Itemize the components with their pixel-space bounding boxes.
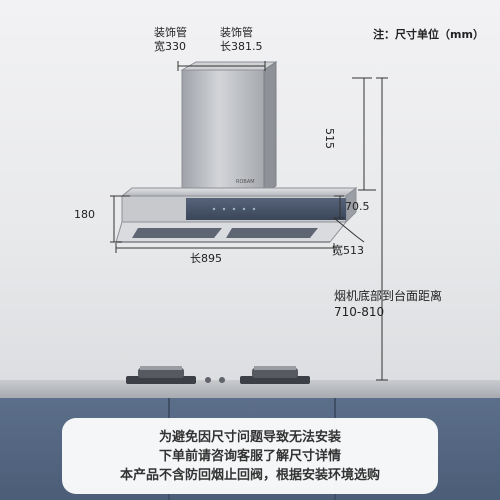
distance-value: 710-810 — [334, 305, 385, 319]
gas-burners — [126, 366, 310, 384]
dimension-lines — [110, 61, 388, 381]
pipe-length-value: 长381.5 — [220, 40, 263, 53]
decorative-pipe — [180, 61, 278, 193]
depth-dimension: 宽513 — [332, 244, 364, 257]
hood-body — [115, 186, 358, 243]
notice-line: 为避免因尺寸问题导致无法安装 — [158, 429, 341, 445]
pipe-length-label: 装饰管 — [220, 26, 253, 39]
distance-label: 烟机底部到台面距离 — [334, 289, 443, 303]
countertop — [0, 380, 500, 398]
notice-line: 下单前请咨询客服了解尺寸详情 — [158, 448, 341, 464]
notice-line: 本产品不含防回烟止回阀，根据安装环境选购 — [119, 467, 380, 483]
pipe-width-label: 装饰管 — [154, 26, 187, 39]
installation-notice: 为避免因尺寸问题导致无法安装 下单前请咨询客服了解尺寸详情 本产品不含防回烟止回… — [62, 418, 438, 494]
pipe-height-dimension: 515 — [323, 128, 336, 149]
unit-note: 注：尺寸单位（mm） — [373, 28, 484, 41]
brand-logo: ROBAM — [236, 179, 255, 185]
pipe-width-value: 宽330 — [154, 40, 186, 53]
length-dimension: 长895 — [190, 252, 222, 265]
panel-height-dimension: 70.5 — [345, 200, 370, 213]
body-height-dimension: 180 — [74, 208, 95, 221]
control-panel-lights — [212, 207, 256, 211]
